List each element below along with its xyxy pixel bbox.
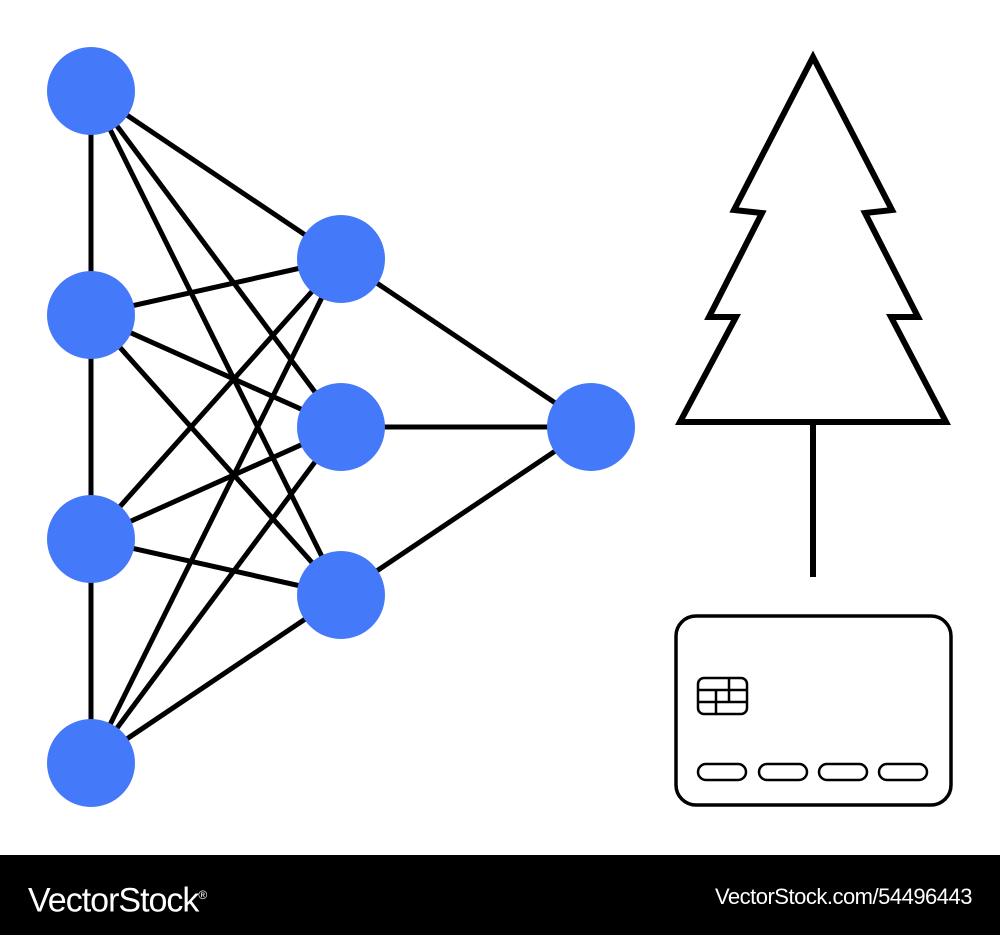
chip-icon	[696, 676, 749, 716]
card-number-group	[877, 762, 929, 782]
footer-image-id: VectorStock.com/54496443	[714, 884, 973, 909]
tree-crown	[675, 50, 951, 425]
credit-card-icon	[674, 614, 953, 807]
network-edge	[89, 313, 343, 597]
hidden-node	[297, 215, 385, 303]
card-number-groups	[696, 762, 929, 782]
network-edge	[89, 424, 343, 542]
card-number-group	[757, 762, 809, 782]
card-number-group	[817, 762, 869, 782]
network-nodes	[47, 47, 635, 807]
input-node	[47, 719, 135, 807]
hidden-node	[297, 383, 385, 471]
output-node	[547, 383, 635, 471]
network-edge	[88, 257, 344, 765]
network-edge	[339, 424, 593, 598]
network-edge	[88, 89, 344, 429]
input-node	[47, 47, 135, 135]
illustration	[47, 47, 953, 807]
network-edge	[339, 256, 593, 430]
network-edge	[89, 88, 343, 262]
footer-logo-mark: ®	[198, 888, 207, 902]
network-edge	[89, 257, 343, 541]
network-edge	[89, 312, 343, 430]
footer-logo-text: VectorStock	[28, 881, 199, 920]
hidden-node	[297, 551, 385, 639]
network-edge	[88, 89, 344, 597]
pine-tree-icon	[675, 50, 951, 577]
network-edge	[88, 425, 344, 765]
card-body	[674, 614, 953, 807]
input-node	[47, 271, 135, 359]
footer-logo: VectorStock®	[28, 875, 207, 920]
card-number-group	[696, 762, 748, 782]
watermark-footer: VectorStock® VectorStock.com/54496443	[0, 855, 1000, 935]
input-node	[47, 495, 135, 583]
network-edge	[89, 592, 343, 766]
